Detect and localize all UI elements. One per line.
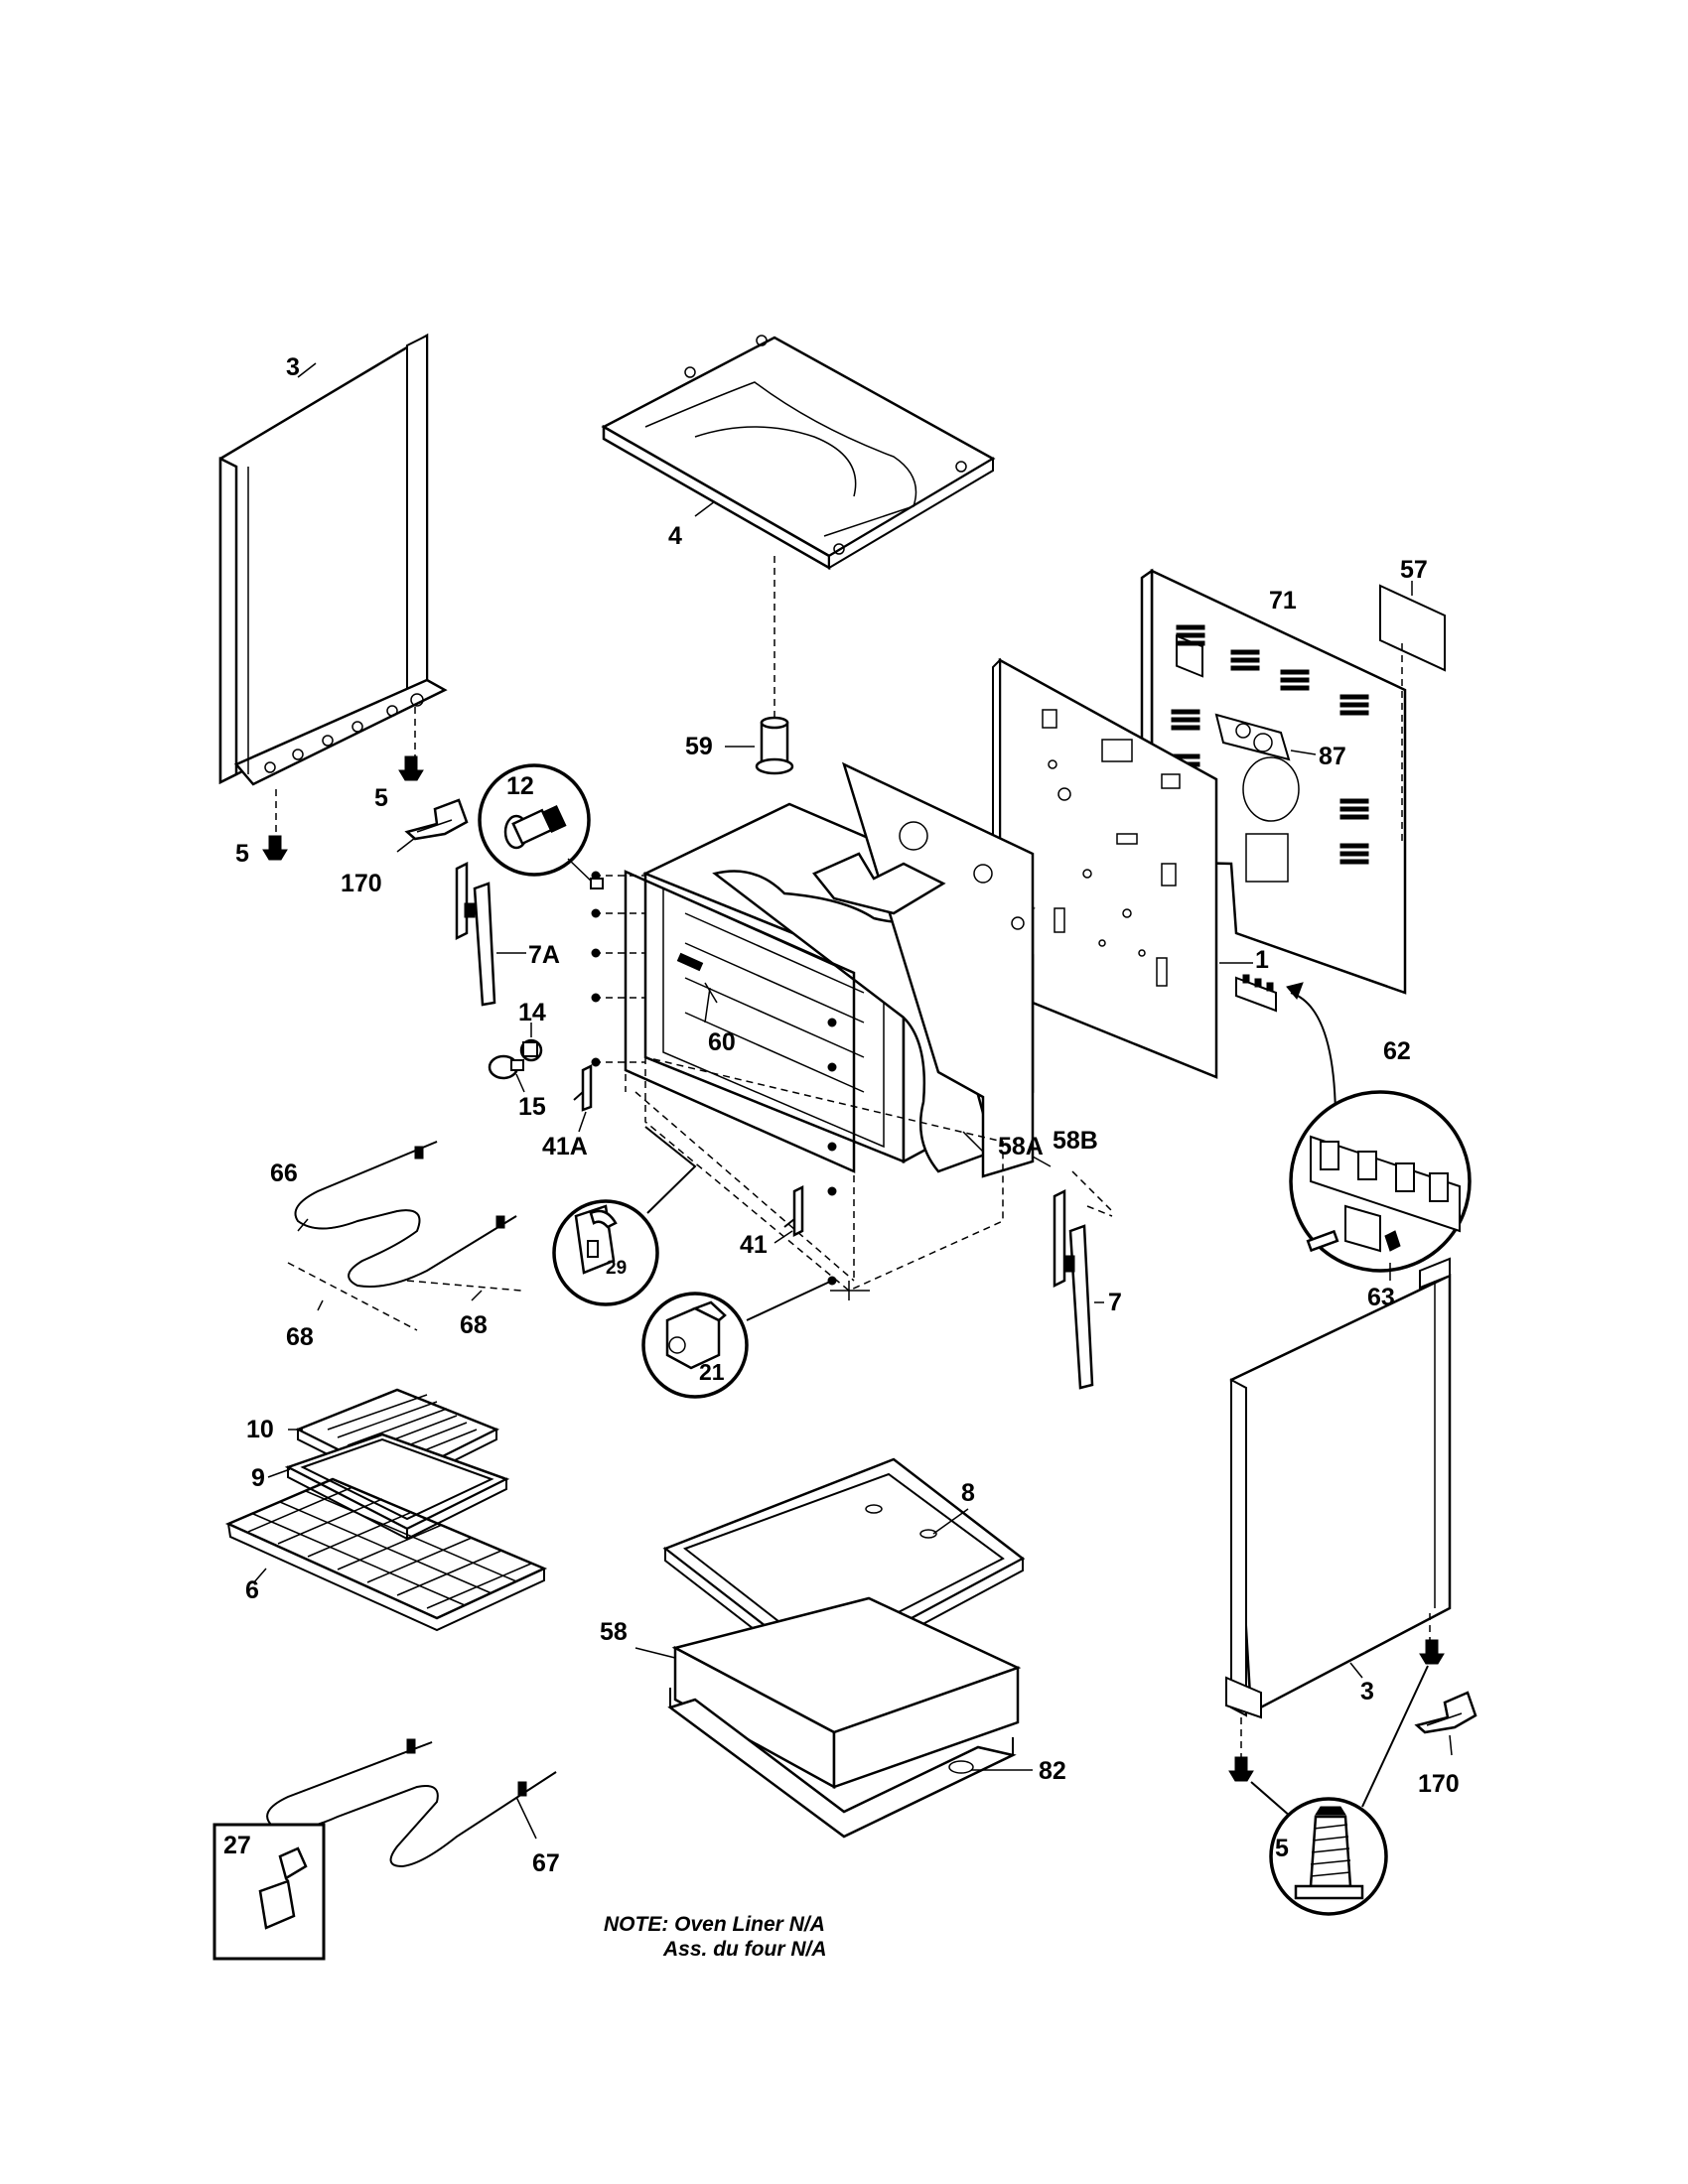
bulb-15 bbox=[488, 1054, 524, 1080]
label-170-left: 170 bbox=[341, 870, 382, 897]
hinge-7a bbox=[455, 861, 496, 1007]
label-5-c: 5 bbox=[1275, 1835, 1289, 1862]
label-58b: 58B bbox=[1053, 1127, 1098, 1155]
detail-circle-62 bbox=[1289, 1090, 1472, 1273]
label-71: 71 bbox=[1269, 587, 1297, 614]
label-63: 63 bbox=[1367, 1284, 1395, 1311]
label-68-a: 68 bbox=[286, 1323, 314, 1351]
top-panel bbox=[601, 335, 996, 571]
label-6: 6 bbox=[245, 1576, 259, 1604]
label-plate-57 bbox=[1379, 584, 1446, 672]
label-41a: 41A bbox=[542, 1133, 588, 1160]
lamp-holder-14 bbox=[519, 1038, 543, 1062]
label-12: 12 bbox=[506, 772, 534, 800]
label-29: 29 bbox=[606, 1258, 627, 1279]
label-67: 67 bbox=[532, 1849, 560, 1877]
label-82: 82 bbox=[1039, 1757, 1066, 1785]
wire-68a bbox=[287, 1262, 418, 1331]
label-14: 14 bbox=[518, 999, 546, 1026]
screw-5-bottom bbox=[262, 835, 288, 861]
label-60: 60 bbox=[708, 1028, 736, 1056]
oven-cavity bbox=[624, 761, 1036, 1178]
label-58a: 58A bbox=[998, 1133, 1044, 1160]
label-15: 15 bbox=[518, 1093, 546, 1121]
label-41: 41 bbox=[740, 1231, 768, 1259]
label-3-left: 3 bbox=[286, 353, 300, 381]
plate-87 bbox=[1214, 713, 1291, 761]
hinge-7 bbox=[1053, 1188, 1094, 1390]
clip-41 bbox=[783, 1184, 804, 1238]
label-68-b: 68 bbox=[460, 1311, 488, 1339]
label-7: 7 bbox=[1108, 1289, 1122, 1316]
detail-circle-29 bbox=[552, 1199, 659, 1306]
label-170-right: 170 bbox=[1418, 1770, 1460, 1798]
label-5-b: 5 bbox=[235, 840, 249, 868]
label-7a: 7A bbox=[528, 941, 560, 969]
detail-circle-12 bbox=[478, 763, 591, 877]
label-10: 10 bbox=[246, 1416, 274, 1443]
label-59: 59 bbox=[685, 733, 713, 760]
bottom-panel-82 bbox=[667, 1688, 1017, 1839]
clip-41a bbox=[573, 1063, 593, 1112]
side-panel-left bbox=[218, 333, 448, 786]
label-62: 62 bbox=[1383, 1037, 1411, 1065]
label-5-a: 5 bbox=[374, 784, 388, 812]
label-4: 4 bbox=[668, 522, 682, 550]
bake-element-66 bbox=[294, 1141, 517, 1288]
label-21: 21 bbox=[699, 1359, 725, 1385]
screw-5-top bbox=[398, 755, 424, 781]
note-line-1: NOTE: Oven Liner N/A bbox=[604, 1913, 825, 1936]
bracket-170-left bbox=[404, 798, 469, 841]
label-3-right: 3 bbox=[1360, 1678, 1374, 1706]
detail-circle-5 bbox=[1269, 1797, 1388, 1916]
bracket-170-right bbox=[1414, 1691, 1477, 1734]
label-9: 9 bbox=[251, 1464, 265, 1492]
detail-circle-21 bbox=[641, 1292, 749, 1399]
label-58: 58 bbox=[600, 1618, 628, 1646]
label-8: 8 bbox=[961, 1479, 975, 1507]
terminal-block-small bbox=[1235, 974, 1277, 1013]
label-1: 1 bbox=[1255, 946, 1269, 974]
note-line-2: Ass. du four N/A bbox=[662, 1938, 827, 1961]
detail-box-27 bbox=[212, 1823, 326, 1961]
wire-68b bbox=[406, 1280, 522, 1292]
side-panel-right bbox=[1225, 1257, 1452, 1719]
label-57: 57 bbox=[1400, 556, 1428, 584]
label-66: 66 bbox=[270, 1160, 298, 1187]
label-27: 27 bbox=[223, 1832, 251, 1859]
part-59-sleeve bbox=[755, 716, 794, 775]
insulation-58 bbox=[671, 1596, 1022, 1790]
screw-5-right-bottom bbox=[1228, 1756, 1254, 1782]
oven-rack-6 bbox=[224, 1477, 548, 1632]
screw-5-right-top bbox=[1419, 1639, 1445, 1665]
label-87: 87 bbox=[1319, 743, 1346, 770]
